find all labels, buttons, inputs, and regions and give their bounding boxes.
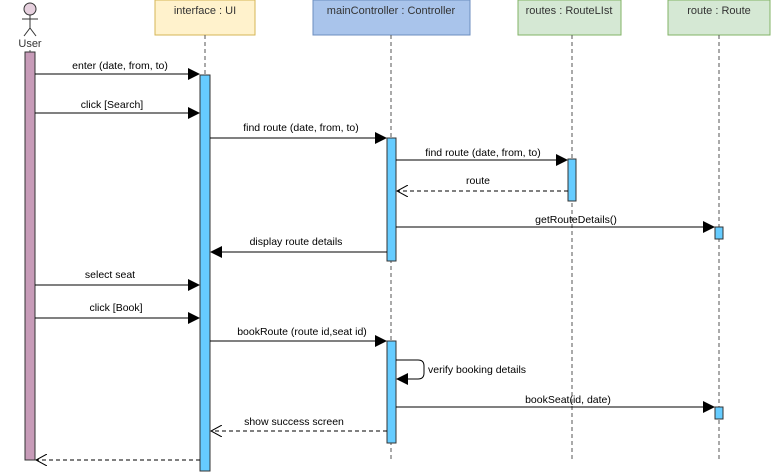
lifeline-routes: routes : RouteLIst: [517, 0, 622, 36]
lifeline-route: route : Route: [667, 0, 771, 36]
activation-ctrl-2: [386, 340, 397, 444]
message-click-book-label: click [Book]: [89, 302, 142, 314]
actor-label: User: [18, 38, 42, 50]
message-verify-booking: verify booking details: [396, 359, 526, 385]
lifeline-ctrl: mainController : Controller: [312, 0, 471, 36]
message-select-seat-label: select seat: [85, 269, 135, 281]
actor-leg-left: [23, 27, 31, 37]
message-get-route-details: getRouteDetails(): [396, 214, 715, 233]
activation-ctrl-1: [386, 137, 397, 262]
message-book-route-label: bookRoute (route id,seat id): [237, 326, 367, 338]
message-find-route-2-label: find route (date, from, to): [425, 147, 541, 159]
message-find-route-1-label: find route (date, from, to): [243, 122, 359, 134]
lifeline-route-header: [667, 0, 771, 36]
activation-routes: [567, 158, 577, 202]
message-verify-booking-arrow: [396, 359, 425, 385]
lifeline-ui-header: [154, 0, 256, 36]
message-verify-booking-label: verify booking details: [428, 364, 526, 376]
lifeline-ctrl-header: [312, 0, 471, 36]
activation-ui: [199, 74, 211, 472]
lifeline-ctrl-label: mainController : Controller: [327, 5, 456, 17]
message-display-route-details-label: display route details: [250, 236, 343, 248]
message-book-seat: bookSeat(id, date): [396, 394, 715, 413]
lifeline-ui: interface : UI: [154, 0, 256, 36]
message-display-route-details: display route details: [210, 236, 387, 258]
message-find-route-2: find route (date, from, to): [396, 147, 568, 166]
message-click-search-label: click [Search]: [81, 99, 144, 111]
message-show-success: show success screen: [211, 416, 387, 431]
lifeline-route-label: route : Route: [687, 5, 751, 17]
message-show-success-label: show success screen: [244, 416, 344, 428]
activation-user: [24, 51, 36, 461]
message-find-route-1: find route (date, from, to): [210, 122, 387, 144]
message-book-seat-label: bookSeat(id, date): [525, 394, 611, 406]
message-click-search: click [Search]: [35, 99, 200, 119]
message-route-return-label: route: [466, 175, 490, 187]
message-get-route-details-label: getRouteDetails(): [535, 214, 617, 226]
lifeline-routes-label: routes : RouteLIst: [526, 5, 613, 17]
message-book-route: bookRoute (route id,seat id): [210, 326, 387, 347]
message-enter-label: enter (date, from, to): [72, 60, 168, 72]
message-click-book: click [Book]: [35, 302, 200, 324]
actor-leg-right: [29, 27, 37, 37]
message-route-return: route: [397, 175, 568, 191]
lifeline-ui-label: interface : UI: [174, 5, 236, 17]
actor-user: User: [18, 2, 42, 50]
lifeline-routes-header: [517, 0, 622, 36]
activation-route-1: [714, 226, 724, 240]
actor-head: [23, 2, 37, 16]
message-enter: enter (date, from, to): [35, 60, 200, 80]
activation-route-2: [714, 406, 724, 420]
message-select-seat: select seat: [35, 269, 200, 291]
